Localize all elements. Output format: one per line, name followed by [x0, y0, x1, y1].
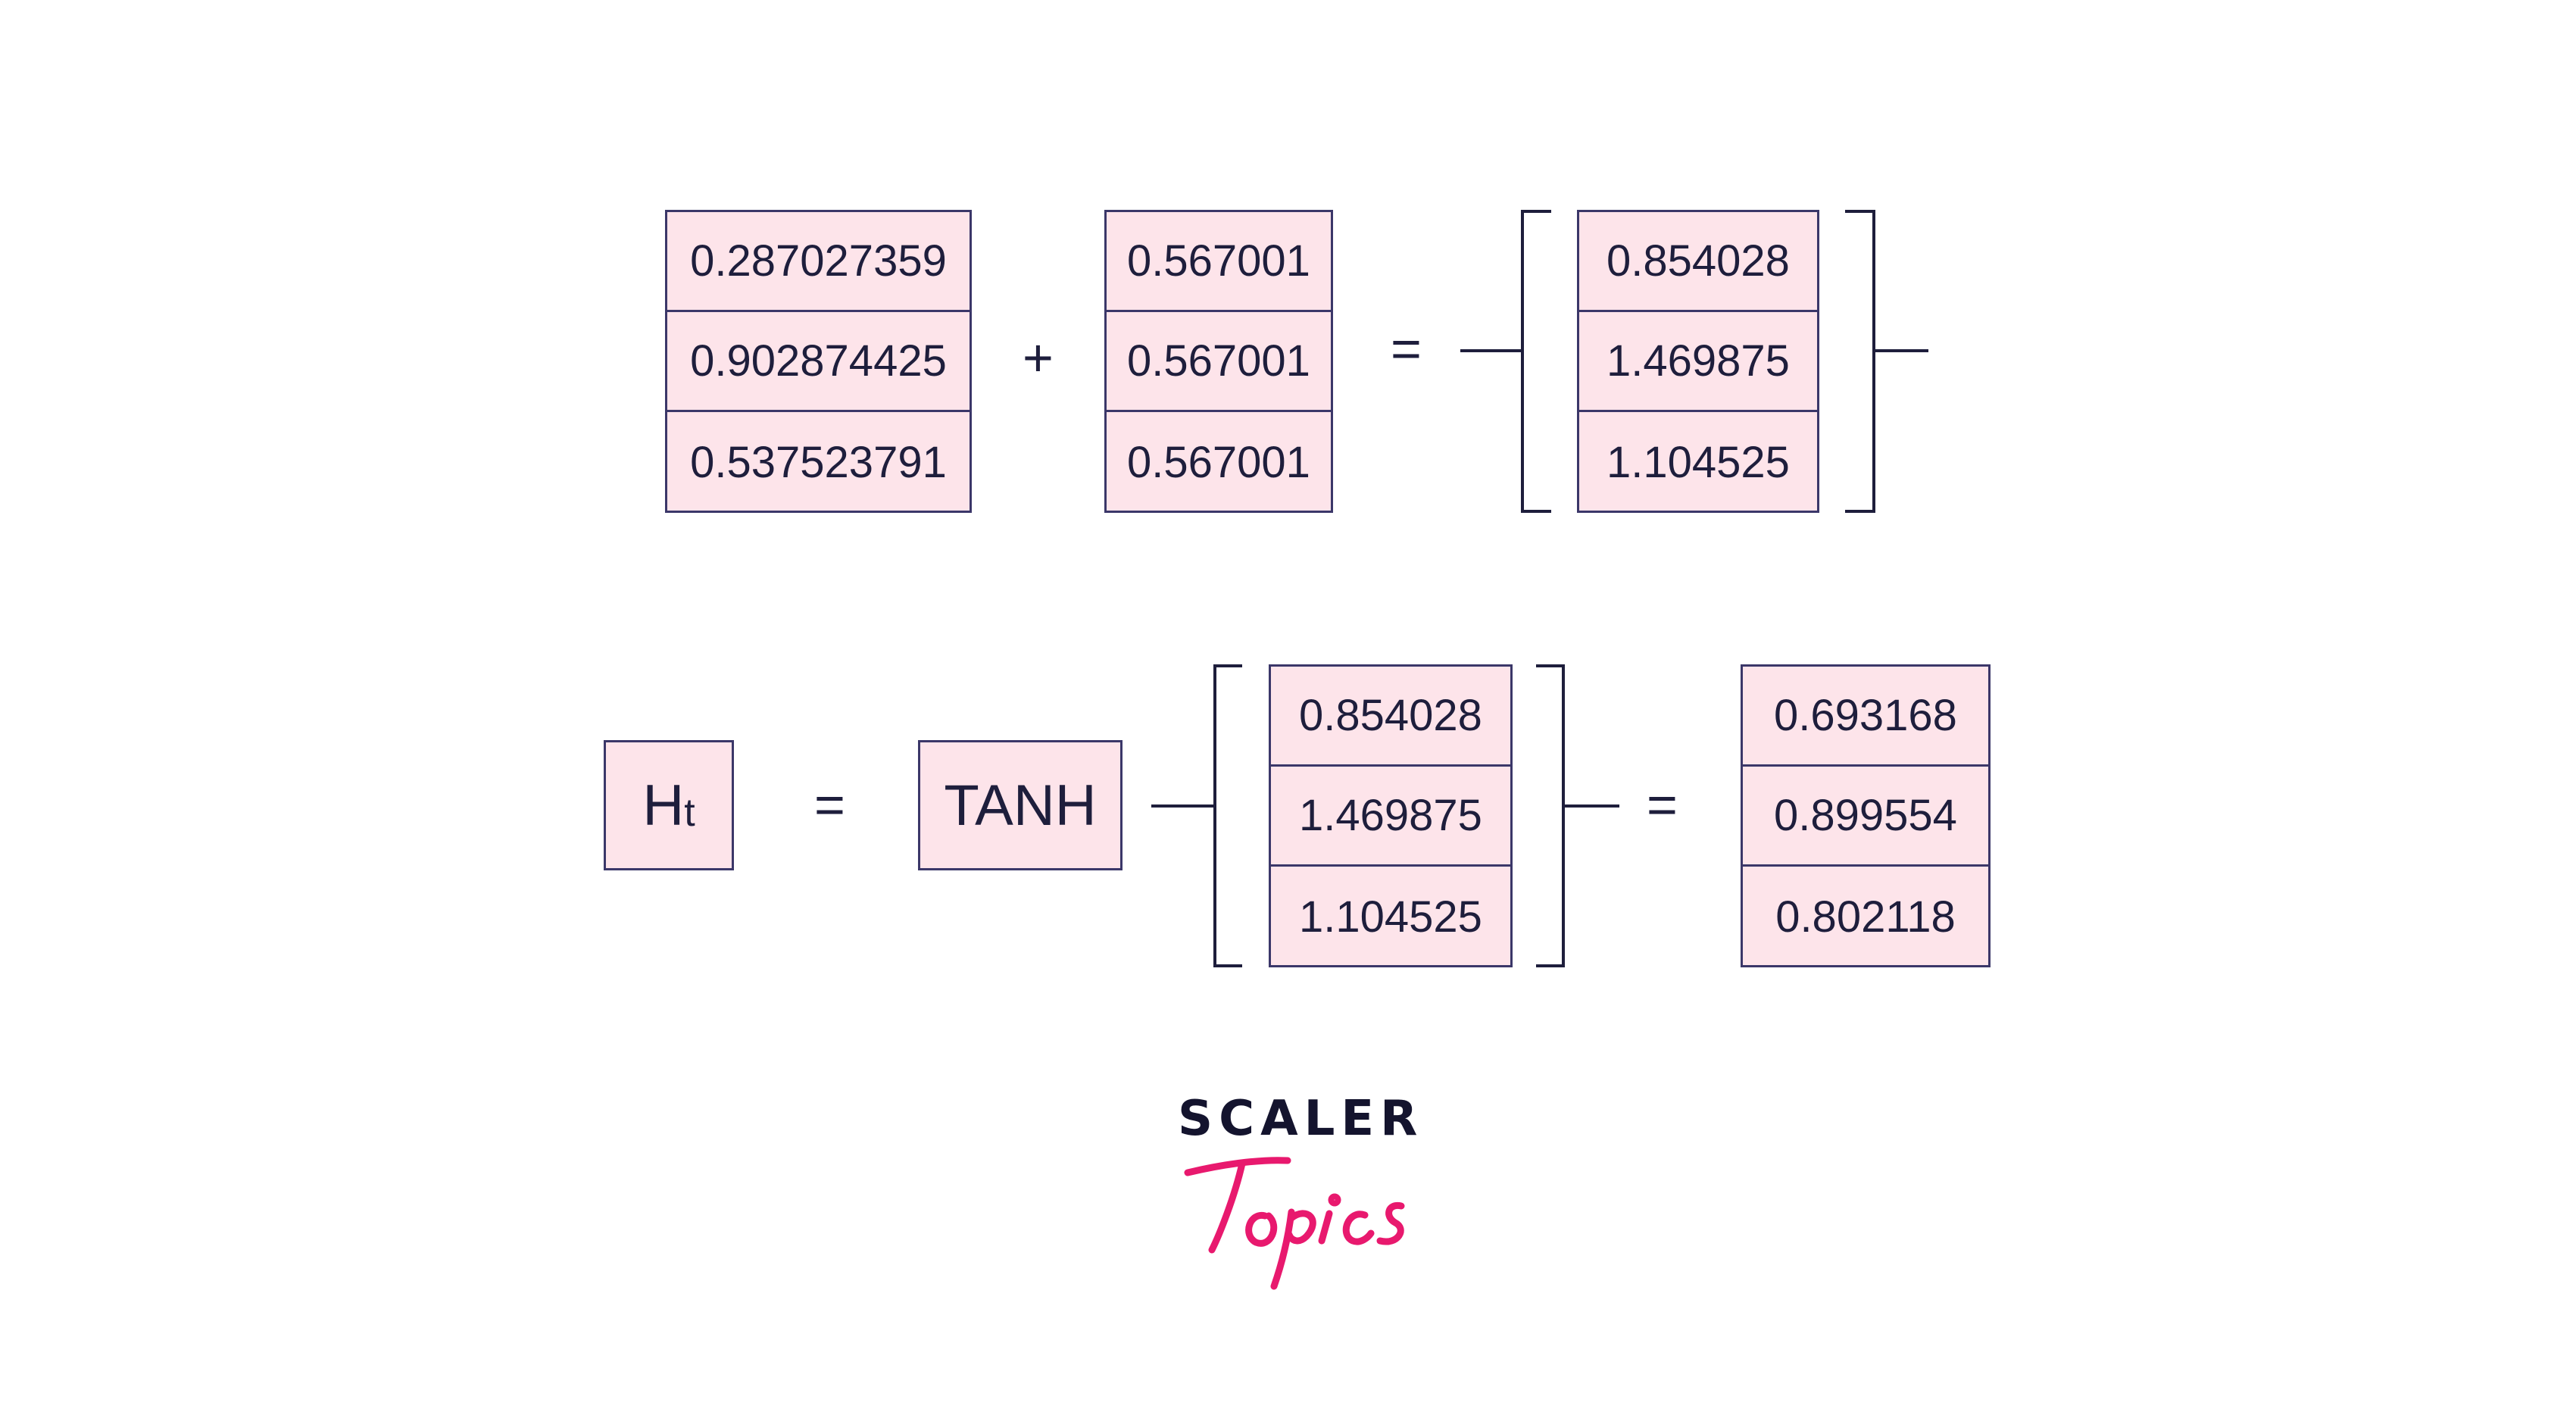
bracket-tail-right [1875, 349, 1928, 352]
equals-sign: = [1391, 319, 1422, 378]
hidden-state-subscript: t [684, 791, 695, 835]
vector-b: 0.567001 0.567001 0.567001 [1104, 210, 1333, 513]
tanh-input-cell: 0.854028 [1271, 667, 1510, 767]
tanh-label: TANH [944, 773, 1097, 838]
vector-b-cell: 0.567001 [1107, 312, 1331, 412]
hidden-state-label: H [642, 773, 685, 838]
output-cell: 0.899554 [1743, 767, 1988, 867]
result-cell: 1.104525 [1606, 437, 1790, 487]
left-bracket [1521, 210, 1551, 513]
vector-b-cell: 0.567001 [1127, 437, 1310, 487]
tanh-function-box: TANH [918, 740, 1123, 870]
vector-a-cell: 0.287027359 [667, 212, 970, 312]
bracket-tail-right [1565, 804, 1619, 808]
vector-a-cell: 0.537523791 [690, 437, 947, 487]
result-vector: 0.854028 1.469875 1.104525 [1577, 210, 1819, 513]
plus-sign: + [1023, 328, 1054, 387]
right-bracket [1845, 210, 1875, 513]
output-cell: 0.693168 [1743, 667, 1988, 767]
vector-a-cell: 0.902874425 [667, 312, 970, 412]
equals-sign: = [1647, 775, 1678, 834]
tanh-input-cell: 1.469875 [1271, 767, 1510, 867]
right-bracket [1536, 664, 1565, 967]
vector-a: 0.287027359 0.902874425 0.537523791 [665, 210, 972, 513]
output-vector: 0.693168 0.899554 0.802118 [1741, 664, 1991, 967]
left-bracket [1213, 664, 1242, 967]
tanh-input-cell: 1.104525 [1299, 892, 1482, 942]
scaler-wordmark: SCALER [1178, 1091, 1424, 1147]
bracket-tail-left [1151, 804, 1213, 808]
bracket-tail-left [1460, 349, 1521, 352]
tanh-input-vector: 0.854028 1.469875 1.104525 [1269, 664, 1513, 967]
equals-sign: = [814, 775, 845, 834]
result-cell: 1.469875 [1579, 312, 1817, 412]
result-cell: 0.854028 [1579, 212, 1817, 312]
topics-script-logo [1184, 1157, 1405, 1290]
vector-b-cell: 0.567001 [1107, 212, 1331, 312]
output-cell: 0.802118 [1775, 892, 1956, 942]
